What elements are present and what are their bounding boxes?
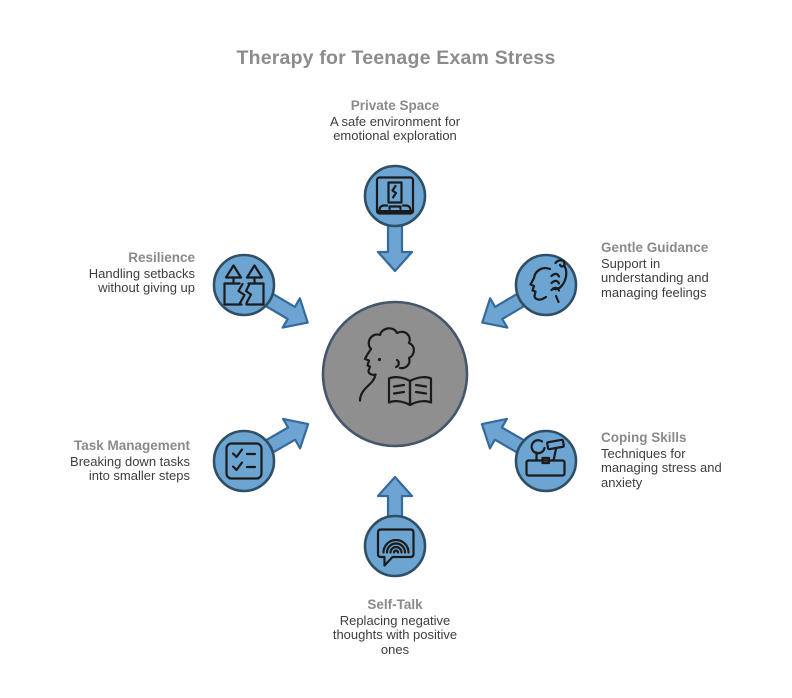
checklist-icon [225,442,263,480]
person-reading-icon [358,327,433,407]
node-circle-task-management [212,429,276,493]
broken-arrows-icon [223,264,265,306]
node-description: Handling setbacks without giving up [88,265,195,295]
node-description: Support in understanding and managing fe… [601,255,709,300]
node-circle-gentle-guidance [514,253,578,317]
node-circle-resilience [212,253,276,317]
node-title: Self-Talk [367,597,423,612]
node-title: Private Space [350,98,440,113]
privacy-booth-icon [375,176,415,215]
node-description: Replacing negative thoughts with positiv… [332,612,458,657]
node-description: Techniques for managing stress and anxie… [601,445,722,490]
toolbox-icon [525,438,566,477]
node-title: Gentle Guidance [601,240,709,255]
node-title: Resilience [128,250,195,265]
node-label-resilience: Resilience Handling setbacks without giv… [63,250,195,296]
hand-on-head-icon [529,259,568,304]
node-label-gentle-guidance: Gentle Guidance Support in understanding… [601,240,733,300]
node-label-private-space: Private Space A safe environment for emo… [329,98,461,144]
node-label-coping-skills: Coping Skills Techniques for managing st… [601,430,733,490]
node-label-self-talk: Self-Talk Replacing negative thoughts wi… [325,597,465,657]
node-label-task-management: Task Management Breaking down tasks into… [58,438,190,484]
center-circle [321,300,469,448]
page-title: Therapy for Teenage Exam Stress [236,47,556,69]
node-title: Task Management [73,438,190,453]
node-title: Coping Skills [601,430,687,445]
node-description: A safe environment for emotional explora… [329,113,461,143]
speech-bubble-rainbow-icon [376,528,415,567]
node-description: Breaking down tasks into smaller steps [70,453,190,483]
